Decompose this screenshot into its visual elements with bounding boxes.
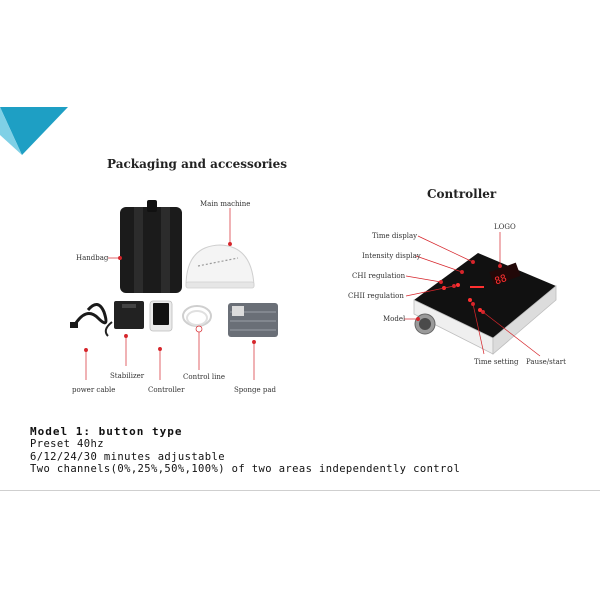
label-controller: Controller bbox=[148, 386, 185, 394]
label-chi-regulation: CHI regulation bbox=[352, 272, 406, 280]
control-line-image bbox=[182, 305, 212, 327]
packaging-title: Packaging and accessories bbox=[107, 157, 287, 171]
label-model: Model bbox=[383, 315, 406, 323]
label-control-line: Control line bbox=[183, 373, 226, 381]
label-logo: LOGO bbox=[494, 223, 516, 231]
label-time-display: Time display bbox=[372, 232, 418, 240]
controller-device-image: 88 bbox=[413, 253, 557, 355]
packaging-markers bbox=[84, 208, 256, 380]
controller-small-image bbox=[149, 300, 173, 332]
controller-title: Controller bbox=[427, 187, 497, 201]
model-line-2: 6/12/24/30 minutes adjustable bbox=[30, 451, 225, 463]
label-time-setting: Time setting bbox=[474, 358, 519, 366]
label-stabilizer: Stabilizer bbox=[110, 372, 145, 380]
divider-line bbox=[0, 490, 600, 491]
stabilizer-image bbox=[104, 301, 144, 337]
power-cable-image bbox=[70, 303, 108, 328]
label-handbag: Handbag bbox=[76, 254, 109, 262]
label-power-cable: power cable bbox=[72, 386, 116, 394]
corner-decoration bbox=[0, 107, 68, 155]
controller-markers bbox=[404, 232, 541, 357]
label-intensity-display: Intensity display bbox=[362, 252, 421, 260]
main-machine-image bbox=[185, 244, 255, 289]
label-main-machine: Main machine bbox=[200, 200, 251, 208]
sponge-pad-image bbox=[228, 303, 278, 337]
handbag-image bbox=[120, 200, 182, 293]
device-digits: 88 bbox=[493, 273, 508, 287]
label-sponge-pad: Sponge pad bbox=[234, 386, 276, 394]
label-chii-regulation: CHII regulation bbox=[348, 292, 404, 300]
label-pause-start: Pause/start bbox=[526, 358, 566, 366]
model-line-1: Preset 40hz bbox=[30, 438, 104, 450]
model-line-3: Two channels(0%,25%,50%,100%) of two are… bbox=[30, 463, 461, 475]
model-title: Model 1: button type bbox=[30, 425, 183, 438]
